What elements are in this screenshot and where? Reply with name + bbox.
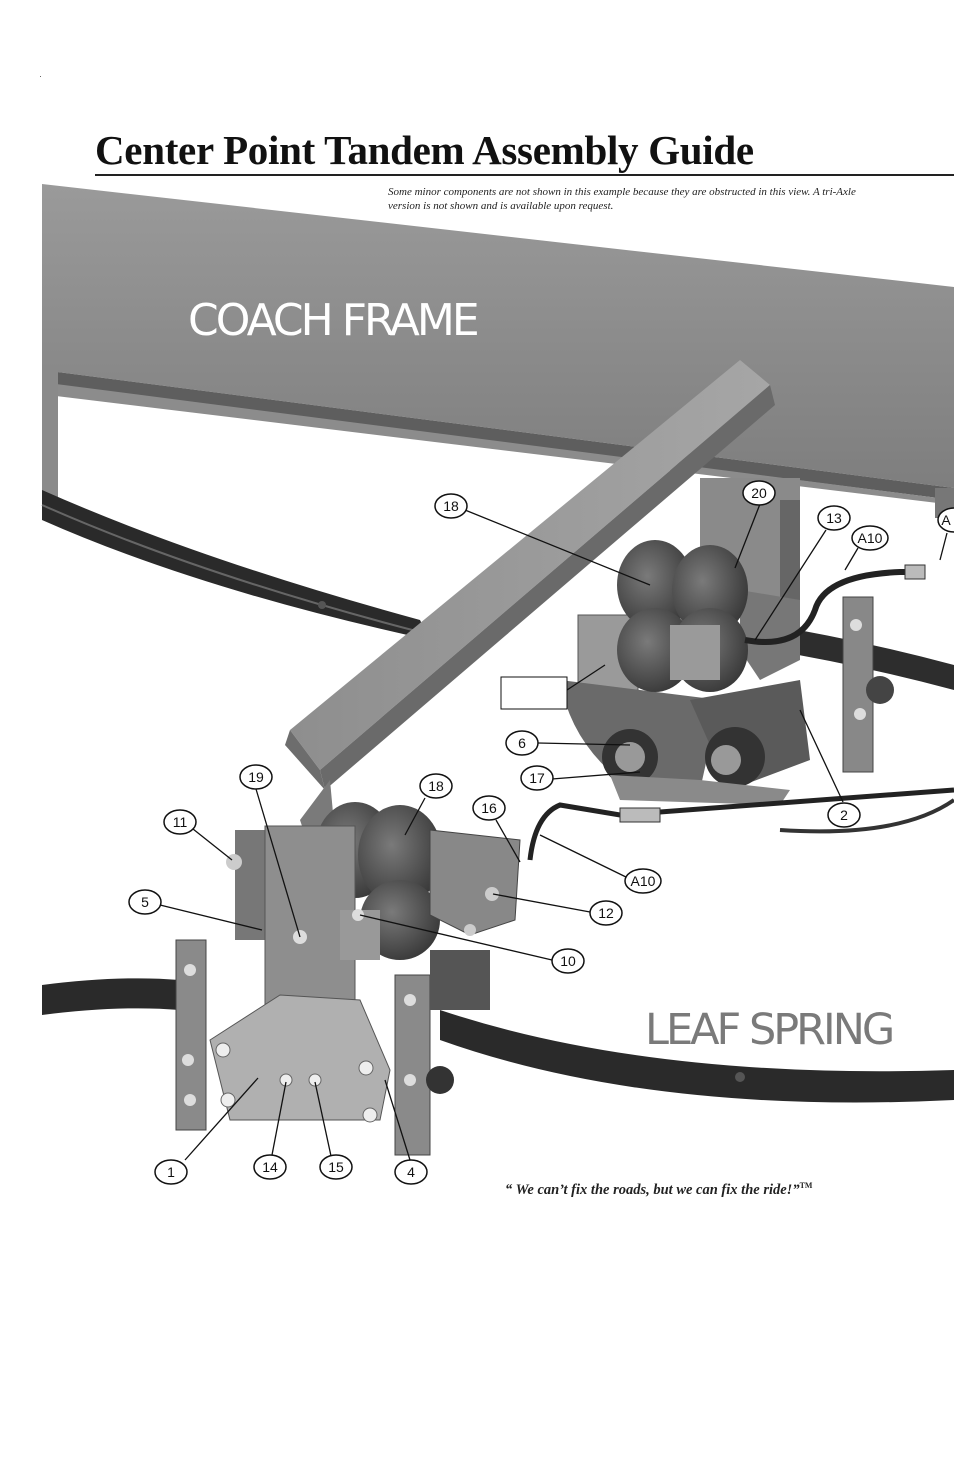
callout-14: 14 (253, 1154, 287, 1180)
callout-17-label: 17 (529, 770, 545, 786)
callout-19: 19 (239, 764, 273, 790)
callout-a-edge: A (937, 507, 954, 533)
callout-2: 2 (827, 802, 861, 828)
coach-frame-label: COACH FRAME (188, 295, 477, 346)
callout-15-label: 15 (328, 1159, 344, 1175)
callout-1: 1 (154, 1159, 188, 1185)
callout-5: 5 (128, 889, 162, 915)
tagline: “ We can’t fix the roads, but we can fix… (505, 1181, 812, 1199)
callout-6: 6 (505, 730, 539, 756)
leaf-spring-label: LEAF SPRING (645, 1005, 892, 1055)
callout-a-edge-label: A (941, 512, 951, 528)
page-title: Center Point Tandem Assembly Guide (95, 127, 754, 173)
obstruction-note: Some minor components are not shown in t… (388, 186, 856, 212)
scan-speck (40, 76, 41, 77)
callout-a10-upper: A10 (851, 525, 889, 551)
callout-a10-upper-label: A10 (858, 530, 883, 546)
blank-label-box (500, 676, 568, 710)
callout-20: 20 (742, 480, 776, 506)
rear-air-bag (617, 540, 748, 692)
callout-10: 10 (551, 948, 585, 974)
callout-13-label: 13 (826, 510, 842, 526)
callout-11-label: 11 (173, 814, 188, 830)
air-lines (527, 564, 954, 861)
callout-4-label: 4 (407, 1164, 415, 1180)
callout-a10-lower-label: A10 (631, 873, 656, 889)
leaf-spring-rear (41, 490, 430, 640)
callout-13: 13 (817, 505, 851, 531)
coach-frame (42, 184, 954, 520)
callout-18-upper-label: 18 (443, 498, 459, 514)
callout-6-label: 6 (518, 735, 526, 751)
callout-17: 17 (520, 765, 554, 791)
callout-10-label: 10 (560, 953, 576, 969)
rear-hanger-assembly (560, 478, 810, 805)
callout-1-label: 1 (167, 1164, 175, 1180)
callout-15: 15 (319, 1154, 353, 1180)
tagline-text: “ We can’t fix the roads, but we can fix… (505, 1181, 800, 1198)
callout-11: 11 (163, 809, 197, 835)
trademark-mark: TM (799, 1181, 813, 1190)
callout-2-label: 2 (840, 807, 848, 823)
callout-20-label: 20 (751, 485, 767, 501)
callout-12-label: 12 (598, 905, 614, 921)
right-hanger (842, 596, 894, 773)
callout-5-label: 5 (141, 894, 149, 910)
leader-lines (159, 503, 948, 1161)
title-rule (95, 174, 954, 176)
callout-18-lower-label: 18 (428, 778, 444, 794)
callout-a10-lower: A10 (624, 868, 662, 894)
leaf-spring-front (42, 978, 954, 1103)
callout-19-label: 19 (248, 769, 264, 785)
callout-18-upper: 18 (434, 493, 468, 519)
callout-4: 4 (394, 1159, 428, 1185)
callout-16: 16 (472, 795, 506, 821)
callout-18-lower: 18 (419, 773, 453, 799)
callout-16-label: 16 (481, 800, 497, 816)
callout-14-label: 14 (262, 1159, 278, 1175)
callout-12: 12 (589, 900, 623, 926)
front-hanger-assembly (175, 825, 490, 1156)
